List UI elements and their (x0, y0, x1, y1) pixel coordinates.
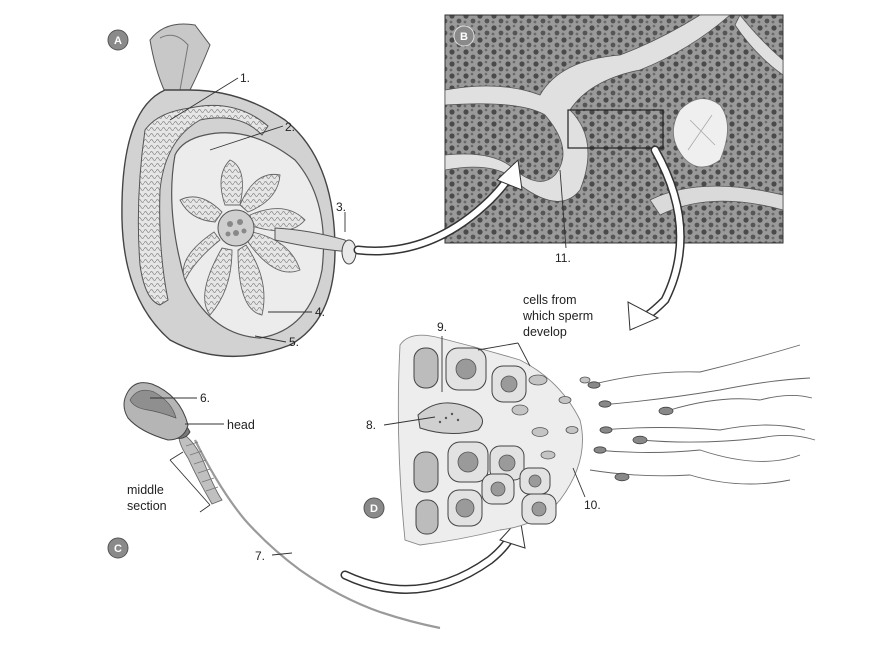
panel-c-sperm (123, 382, 441, 630)
tubule-cut-end (341, 239, 357, 265)
label-11: 11. (555, 251, 571, 265)
connector-arrows (340, 145, 685, 594)
acrosome (129, 389, 177, 419)
label-9: 9. (437, 320, 447, 334)
panel-b-labels: 11. (555, 169, 571, 265)
sertoli-cell (417, 402, 483, 434)
label-10: 10. (584, 498, 601, 512)
panel-a-labels: 1. 2. 3. 4. 5. (169, 71, 346, 349)
label-8: 8. (366, 418, 376, 432)
arrow-a-to-b (496, 158, 523, 191)
panel-c-labels: 6. head middle section 7. (127, 391, 293, 563)
label-middle-line-1: middle (127, 483, 164, 497)
interstitial-tissue (444, 14, 732, 202)
arrow-b-to-d (627, 301, 660, 331)
label-7: 7. (255, 549, 265, 563)
label-head: head (227, 418, 255, 432)
tubule-lumen (673, 98, 728, 168)
panel-a-testis (121, 23, 357, 357)
spermatic-cord (149, 23, 211, 93)
panel-c-letter: C (114, 543, 122, 555)
cells-label-line-2: which sperm (522, 309, 593, 323)
label-middle-line-2: section (127, 499, 167, 513)
panel-d-letter: D (370, 503, 378, 515)
panel-a-badge: A (107, 29, 129, 51)
cells-label-line-3: develop (523, 325, 567, 339)
panel-b-micrograph (444, 14, 784, 244)
panel-b-badge: B (453, 25, 475, 47)
sperm-tail (194, 439, 441, 630)
label-6: 6. (200, 391, 210, 405)
mature-sperm (589, 344, 816, 485)
lobules (179, 159, 306, 316)
label-1: 1. (240, 71, 250, 85)
sperm-middle-section (178, 431, 223, 505)
panel-d-badge: D (363, 497, 385, 519)
zoom-region-box (567, 109, 664, 149)
cells-label-line-1: cells from (523, 293, 576, 307)
epididymis (137, 104, 269, 306)
panel-a-letter: A (114, 35, 122, 47)
label-2: 2. (285, 120, 295, 134)
label-4: 4. (315, 305, 325, 319)
panel-c-badge: C (107, 537, 129, 559)
label-3: 3. (336, 200, 346, 214)
panel-d-cells (397, 334, 816, 546)
label-5: 5. (289, 335, 299, 349)
panel-b-letter: B (460, 31, 468, 43)
panel-d-labels: cells from which sperm develop 9. 8. 10. (366, 293, 601, 512)
rete-testis (217, 209, 255, 247)
